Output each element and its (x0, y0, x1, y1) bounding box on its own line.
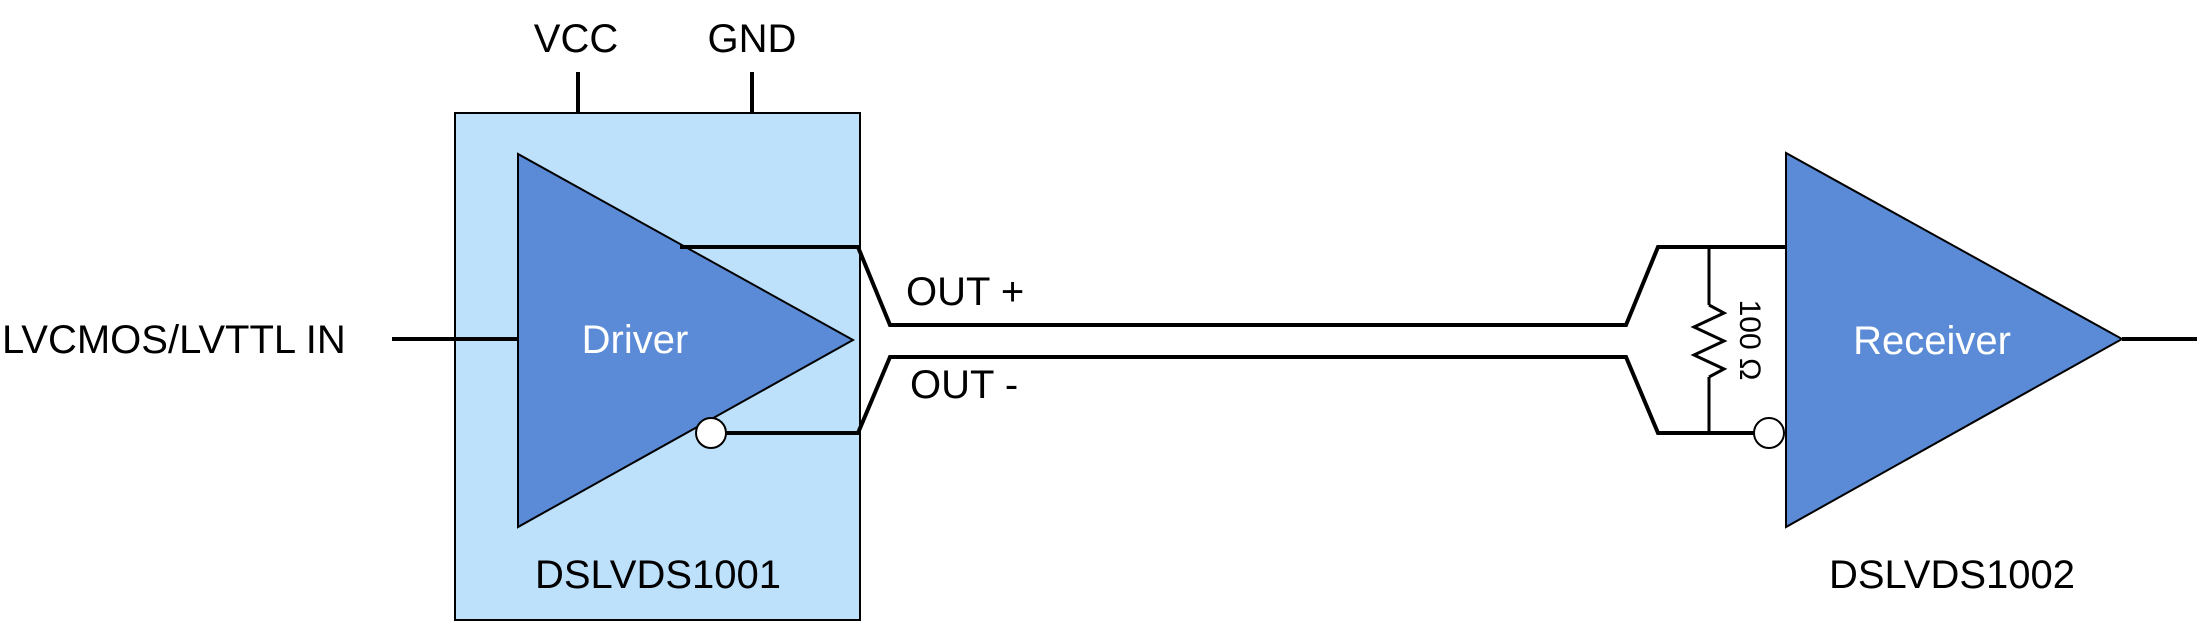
driver-label: Driver (582, 318, 689, 362)
receiver-part-label: DSLVDS1002 (1829, 553, 2075, 597)
vcc-label: VCC (534, 17, 618, 61)
input-label: LVCMOS/LVTTL IN (2, 318, 346, 362)
driver-inversion-bubble (695, 417, 727, 449)
resistor-symbol (1690, 303, 1728, 379)
driver-out-plus-line (680, 245, 1786, 327)
resistor-value-label: 100 Ω (1733, 300, 1766, 381)
driver-part-label: DSLVDS1001 (535, 553, 781, 597)
gnd-label: GND (708, 17, 797, 61)
out-plus-label: OUT + (906, 270, 1024, 314)
receiver-label: Receiver (1853, 319, 2011, 363)
driver-out-minus-line (725, 355, 1756, 435)
out-minus-label: OUT - (910, 363, 1018, 407)
receiver-triangle (1785, 151, 2125, 529)
receiver-inversion-bubble (1753, 417, 1785, 449)
